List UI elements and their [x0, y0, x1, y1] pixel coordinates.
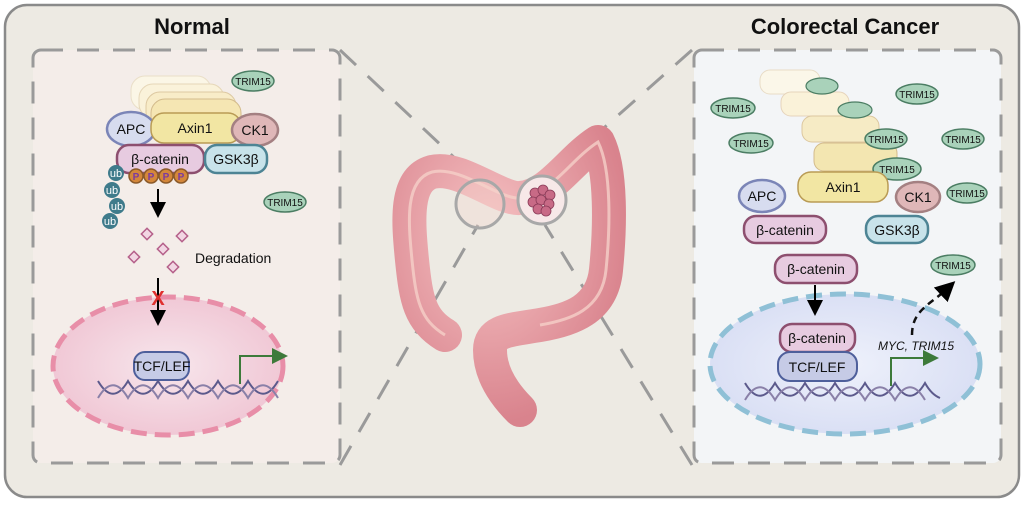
- blocked-x-icon: X: [151, 288, 165, 310]
- ubiquitin-label: ub: [106, 185, 118, 197]
- gsk3b-node: [203, 143, 269, 175]
- phosphate-label: P: [148, 172, 155, 183]
- ck1-node: [894, 180, 942, 214]
- cancer-panel: TRIM15 TRIM15 TRIM15 TRIM15 TRIM15 TRIM1…: [692, 48, 1003, 465]
- ubiquitin: [104, 182, 120, 198]
- trim15-protein: [872, 157, 922, 181]
- ubiquitin: [108, 165, 124, 181]
- tumor-mass: [527, 184, 556, 217]
- ubiquitin-label: ub: [111, 201, 123, 213]
- ck1-label: CK1: [241, 122, 268, 138]
- trim15-protein: [941, 128, 985, 150]
- trim15-protein: [231, 70, 275, 92]
- axin1-node: [797, 171, 889, 203]
- output-trim15-protein: [930, 254, 976, 276]
- phosphate-groups: P P P P: [128, 168, 189, 184]
- trim15-label: TRIM15: [235, 77, 271, 88]
- nuclear-beta-catenin-label: β-catenin: [788, 330, 846, 346]
- phosphate-label: P: [163, 172, 170, 183]
- phosphate: [128, 168, 144, 184]
- dna-helix: [744, 380, 941, 402]
- trim15-cluster: TRIM15 TRIM15 TRIM15 TRIM15 TRIM15 TRIM1…: [710, 83, 988, 204]
- apc-node: [737, 178, 787, 214]
- colon-taenia: [407, 139, 611, 337]
- normal-zoom-circle: [454, 178, 506, 230]
- tcf-lef-node: [777, 351, 858, 382]
- trim15-protein: [728, 132, 774, 154]
- colon-illustration: [392, 125, 626, 427]
- dna-helix: [97, 379, 279, 400]
- tcf-lef-label: TCF/LEF: [789, 359, 846, 375]
- output-trim15-label: TRIM15: [935, 261, 971, 272]
- apc-label: APC: [117, 121, 146, 137]
- ubiquitin: [109, 198, 125, 214]
- phosphate: [143, 168, 159, 184]
- trim15-label: TRIM15: [899, 90, 935, 101]
- beta-catenin-label: β-catenin: [131, 151, 189, 167]
- phosphate-label: P: [133, 172, 140, 183]
- normal-panel: APC Axin1 CK1 β-catenin GSK3β P P P P ub: [31, 48, 342, 465]
- apc-label: APC: [748, 188, 777, 204]
- phosphate-label: P: [178, 172, 185, 183]
- trim15-label: TRIM15: [267, 198, 303, 209]
- axin1-label: Axin1: [825, 179, 860, 195]
- trim15-label: TRIM15: [879, 165, 915, 176]
- trim15-protein: [710, 97, 756, 119]
- beta-catenin-label: β-catenin: [756, 222, 814, 238]
- gsk3b-label: GSK3β: [874, 222, 919, 238]
- beta-catenin-node: [742, 214, 828, 245]
- phosphate: [158, 168, 174, 184]
- gsk3b-label: GSK3β: [213, 151, 258, 167]
- cancer-title: Colorectal Cancer: [751, 14, 940, 39]
- free-beta-catenin-node: [773, 253, 859, 285]
- free-beta-catenin-label: β-catenin: [787, 261, 845, 277]
- axin1-label: Axin1: [177, 120, 212, 136]
- transcription-arrow: [239, 348, 288, 384]
- trim15-protein: [895, 83, 939, 105]
- trim15-label: TRIM15: [945, 135, 981, 146]
- trim15-protein: [864, 128, 908, 150]
- ubiquitin: [102, 213, 118, 229]
- degraded-fragments: [127, 227, 189, 274]
- trim15-label: TRIM15: [733, 139, 769, 150]
- trim15-expression-arrow: [910, 281, 956, 336]
- trim15-protein: [263, 191, 307, 213]
- ubiquitin-chain: ub ub ub ub: [102, 165, 125, 229]
- transcription-arrow: [890, 350, 939, 386]
- axin-ghost-stack: [759, 69, 898, 172]
- target-genes-label: MYC, TRIM15: [878, 339, 954, 353]
- trim15-label: TRIM15: [949, 189, 985, 200]
- trim15-protein: [946, 182, 988, 204]
- gsk3b-node: [864, 214, 930, 245]
- tcf-lef-node: [133, 351, 190, 381]
- trim15-label: TRIM15: [715, 104, 751, 115]
- ubiquitin-label: ub: [104, 216, 116, 228]
- trim15-label: TRIM15: [868, 135, 904, 146]
- tcf-lef-label: TCF/LEF: [134, 358, 191, 374]
- ubiquitin-label: ub: [110, 168, 122, 180]
- phosphate: [173, 168, 189, 184]
- normal-title: Normal: [154, 14, 230, 39]
- ck1-label: CK1: [904, 189, 931, 205]
- degradation-label: Degradation: [195, 250, 271, 266]
